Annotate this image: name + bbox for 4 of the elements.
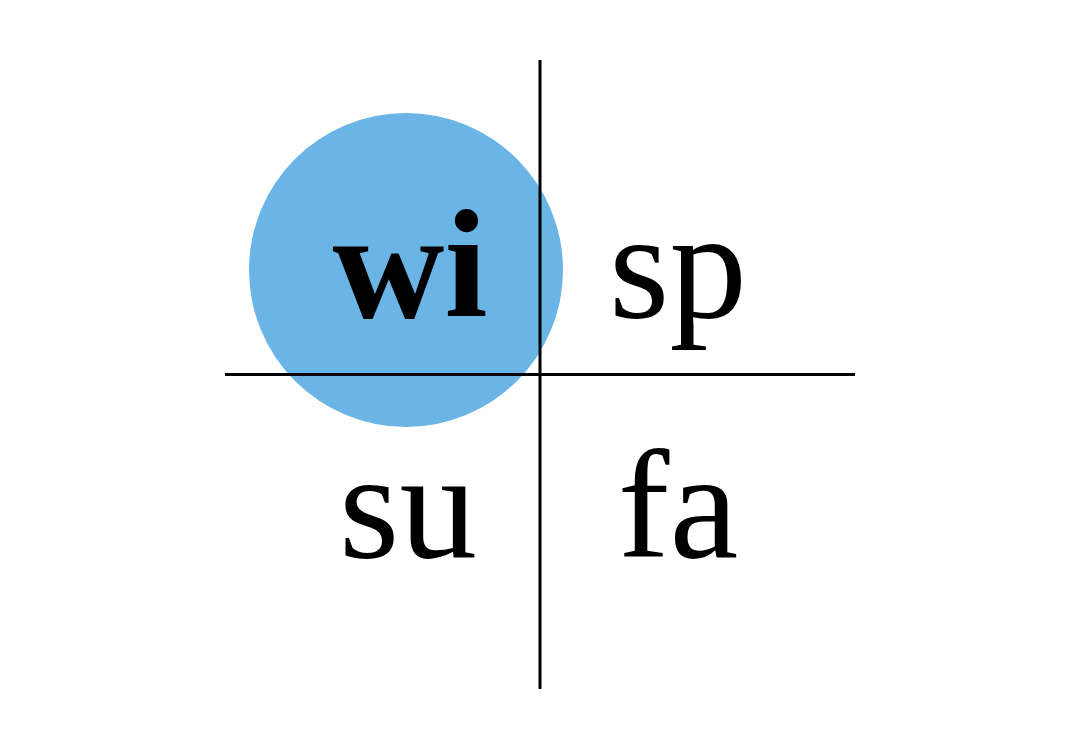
quadrant-label: su	[339, 418, 477, 593]
quadrant-label: fa	[617, 418, 739, 593]
quadrant-label: sp	[609, 178, 747, 353]
quadrant-label: wi	[332, 178, 488, 353]
